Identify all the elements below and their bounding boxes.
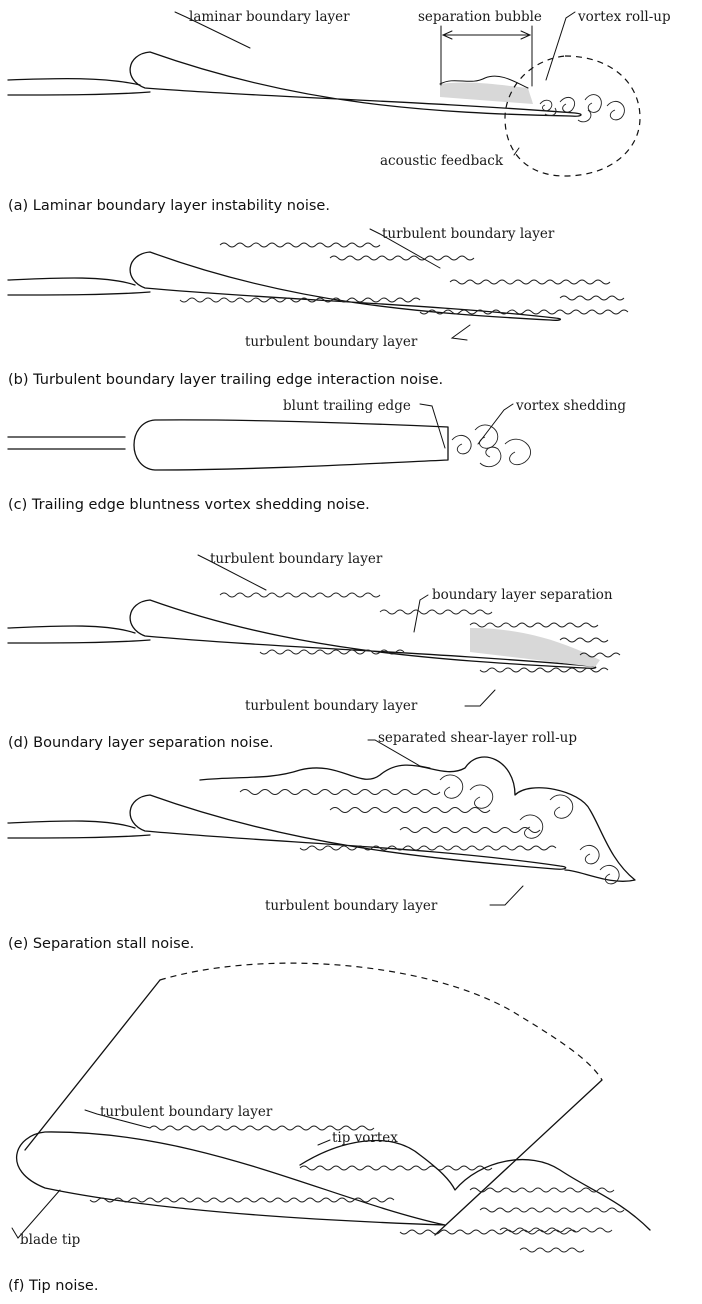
panel-a: laminar boundary layer separation bubble…	[8, 9, 671, 214]
panel-d-leader-lower	[465, 690, 495, 706]
panel-e-turbulent-eddies-lower	[300, 846, 556, 850]
panel-f-label-bladetip: blade tip	[20, 1232, 80, 1248]
panel-d-label-lower: turbulent boundary layer	[245, 698, 418, 714]
panel-d-caption: (d) Boundary layer separation noise.	[8, 735, 274, 751]
panel-c-caption: (c) Trailing edge bluntness vortex shedd…	[8, 497, 370, 513]
panel-a-label-bubble: separation bubble	[418, 9, 542, 25]
panel-d-streamline-upper	[8, 626, 135, 633]
panel-e-shear-layer-envelope	[200, 757, 635, 881]
panel-c: blunt trailing edge vortex shedding (c) …	[8, 398, 626, 513]
panel-f-label-tipvortex: tip vortex	[332, 1130, 398, 1146]
panel-f-turbulent-eddies-lower	[90, 1198, 576, 1234]
panel-e-leader-lower	[490, 886, 523, 905]
panel-e-caption: (e) Separation stall noise.	[8, 936, 194, 952]
panel-e-label-rollup: separated shear-layer roll-up	[378, 730, 577, 746]
panel-b-leader-lower	[452, 325, 470, 340]
panel-a-airfoil	[130, 52, 581, 116]
panel-b-caption: (b) Turbulent boundary layer trailing ed…	[8, 372, 443, 388]
panel-e-streamline-lower	[8, 835, 150, 838]
panel-f-caption: (f) Tip noise.	[8, 1278, 98, 1294]
panel-e-airfoil	[130, 795, 566, 869]
panel-d-label-separation: boundary layer separation	[432, 587, 613, 603]
panel-b-label-lower: turbulent boundary layer	[245, 334, 418, 350]
panel-a-vortex-rollup	[540, 95, 624, 122]
panel-b-streamline-lower	[8, 292, 150, 295]
panel-e: separated shear-layer roll-up turbulent …	[8, 730, 635, 952]
panel-a-separation-bubble-region	[440, 83, 533, 104]
panel-b-streamline-upper	[8, 278, 135, 285]
panel-a-label-feedback: acoustic feedback	[380, 153, 504, 169]
panel-a-label-laminar: laminar boundary layer	[189, 9, 350, 25]
panel-b: turbulent boundary layer turbulent bound…	[8, 226, 628, 388]
panel-f: turbulent boundary layer tip vortex blad…	[8, 963, 650, 1294]
panel-f-blade-outline-far	[160, 963, 602, 1080]
panel-f-label-tbl: turbulent boundary layer	[100, 1104, 273, 1120]
panel-f-blade-leading-edge	[25, 980, 160, 1150]
panel-f-tip-vortex-envelope	[300, 1141, 650, 1230]
panel-f-blade-trailing-edge	[435, 1080, 602, 1235]
panel-a-streamline-upper	[8, 79, 140, 85]
panel-c-airfoil	[134, 420, 448, 470]
panel-e-label-lower: turbulent boundary layer	[265, 898, 438, 914]
panel-a-label-vortex: vortex roll-up	[577, 9, 671, 25]
panel-f-turbulent-eddies-upper	[150, 1126, 492, 1170]
panel-c-label-blunt: blunt trailing edge	[283, 398, 411, 414]
panel-a-caption: (a) Laminar boundary layer instability n…	[8, 198, 330, 214]
panel-b-label-upper: turbulent boundary layer	[382, 226, 555, 242]
panel-d-streamline-lower	[8, 640, 150, 643]
panel-a-leader-vortex	[546, 12, 575, 80]
panel-c-vortex-shedding	[452, 425, 531, 467]
panel-f-leader-tipvortex	[318, 1140, 330, 1145]
panel-d: turbulent boundary layer boundary layer …	[8, 551, 620, 751]
panel-c-label-shedding: vortex shedding	[515, 398, 626, 414]
panel-f-wake-eddies	[470, 1188, 624, 1252]
panel-b-turbulent-eddies-upper	[220, 243, 624, 300]
panel-a-streamline-lower	[8, 92, 150, 95]
panel-d-label-upper: turbulent boundary layer	[210, 551, 383, 567]
panel-f-leader-bladetip	[12, 1190, 60, 1238]
panel-e-streamline-upper	[8, 821, 135, 828]
